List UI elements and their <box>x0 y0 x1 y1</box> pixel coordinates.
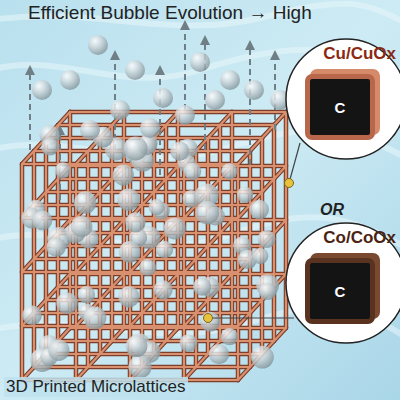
core-label: C <box>335 283 346 300</box>
lattice-strut <box>184 220 232 272</box>
material-label: Cu/CuOx <box>323 44 396 64</box>
bubbles <box>21 35 290 378</box>
bubble <box>119 241 141 263</box>
bubble <box>117 189 139 211</box>
bubble <box>113 164 134 185</box>
bubble <box>88 35 108 55</box>
core-label: C <box>335 99 346 116</box>
callout-dot <box>204 314 213 323</box>
bubble <box>258 230 276 248</box>
bubble <box>249 200 269 220</box>
bubble <box>126 335 148 357</box>
material-box: C <box>305 258 375 324</box>
bubble <box>32 80 52 100</box>
bubble <box>47 237 66 256</box>
bubble <box>33 211 53 231</box>
bubble <box>110 100 130 120</box>
bubble <box>74 191 96 213</box>
bubble <box>170 142 189 161</box>
bubble <box>180 334 198 352</box>
bubble <box>80 120 100 140</box>
callout-circle: Cu/CuOxC <box>285 38 400 160</box>
lattice-strut <box>238 112 286 164</box>
bubble-arrow <box>249 45 251 165</box>
title: Efficient Bubble Evolution → High <box>28 2 312 24</box>
bubble <box>259 283 276 300</box>
caption-label: 3D Printed Microlattices <box>4 377 188 397</box>
bubble <box>149 199 165 215</box>
or-label: OR <box>318 201 346 219</box>
bubble-arrow <box>159 70 161 175</box>
lattice-strut <box>195 151 197 367</box>
material-box: C <box>305 74 375 140</box>
bubble <box>78 286 95 303</box>
lattice-strut <box>22 328 70 380</box>
bubble <box>154 280 173 299</box>
bubble <box>196 201 219 224</box>
bubble <box>60 70 80 90</box>
bubble <box>118 286 139 307</box>
bubble-arrows <box>30 25 275 200</box>
lattice-strut <box>22 328 70 380</box>
bubble <box>140 118 160 138</box>
bubble <box>125 60 145 80</box>
bubble <box>220 70 240 90</box>
callout-dot <box>285 179 294 188</box>
bubble <box>128 355 151 378</box>
bubble <box>251 346 274 369</box>
lattice-strut <box>34 204 250 206</box>
bubble <box>221 163 237 179</box>
bubble <box>124 137 148 161</box>
bubble <box>193 278 211 296</box>
bubble <box>221 328 238 345</box>
material-label: Co/CoOx <box>323 228 396 248</box>
bubble <box>252 248 268 264</box>
bubble <box>48 340 69 361</box>
bubble-arrow <box>29 70 31 150</box>
lattice-strut <box>46 191 262 193</box>
callout-circle-shape <box>286 39 400 159</box>
bubble <box>237 187 253 203</box>
bubble <box>209 344 229 364</box>
bubble-arrow <box>184 25 186 110</box>
bubble <box>56 292 78 314</box>
bubble <box>41 138 58 155</box>
bubble <box>205 90 225 110</box>
callout-circle-shape <box>286 223 400 343</box>
bubble <box>153 88 173 108</box>
microlattice <box>22 112 286 380</box>
bubble <box>164 217 186 239</box>
callout-circle: Co/CoOxC <box>285 222 400 344</box>
bubble <box>71 216 92 237</box>
bubble <box>190 52 210 72</box>
bubble <box>125 212 145 232</box>
bubble <box>175 105 195 125</box>
bubble <box>200 312 220 332</box>
lattice-strut <box>22 163 238 165</box>
bubble <box>244 80 264 100</box>
bubble <box>184 163 202 181</box>
bubble <box>83 306 106 329</box>
bubble <box>55 162 71 178</box>
bubble <box>22 305 42 325</box>
bubble <box>139 259 156 276</box>
